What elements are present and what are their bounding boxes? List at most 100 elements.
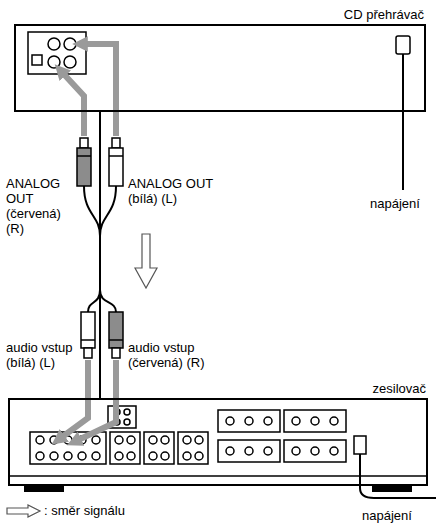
- rca-plug: [81, 312, 95, 358]
- terminal: [264, 417, 272, 425]
- device-box: CD přehrávač: [14, 24, 426, 112]
- plug-tip: [80, 138, 88, 148]
- jack: [195, 452, 203, 460]
- plug-tip: [112, 348, 120, 358]
- insert-arrow: [60, 70, 84, 136]
- plug-body: [81, 312, 95, 348]
- jack-label: ANALOG OUT (bílá) (L): [128, 176, 213, 206]
- insert-arrow: [58, 360, 88, 440]
- foot: [372, 486, 412, 492]
- insert-arrow: [80, 44, 116, 136]
- terminal: [226, 447, 234, 455]
- jack: [36, 452, 44, 460]
- jack: [92, 452, 100, 460]
- plug-body: [77, 148, 91, 186]
- device-name: CD přehrávač: [344, 7, 424, 22]
- speaker-terminals: [218, 410, 280, 432]
- terminal: [245, 417, 253, 425]
- foot: [24, 486, 64, 492]
- plug-ring: [77, 155, 91, 157]
- jack: [115, 452, 123, 460]
- terminal: [292, 417, 300, 425]
- cable-label: napájení: [362, 508, 412, 523]
- jack-label: audio vstup (bílá) (L): [6, 340, 73, 370]
- rca-plug: [109, 138, 123, 186]
- power-cable: [360, 454, 436, 498]
- optical-jack: [32, 55, 42, 65]
- jack: [127, 436, 135, 444]
- insert-arrow: [74, 360, 116, 442]
- cd-back-panel: [28, 32, 410, 74]
- plug-body: [109, 312, 123, 348]
- cable: [99, 112, 101, 398]
- jack: [161, 436, 169, 444]
- jack: [64, 38, 76, 50]
- jack: [124, 409, 130, 415]
- terminal: [330, 417, 338, 425]
- power-socket: [396, 36, 410, 54]
- label-wrap: ANALOG OUT (bílá) (L): [128, 176, 238, 206]
- jack: [149, 452, 157, 460]
- plug-body: [109, 148, 123, 186]
- jack: [50, 452, 58, 460]
- cable-branch: [88, 290, 100, 312]
- speaker-terminals: [284, 440, 346, 462]
- signal-arrow: [135, 234, 157, 288]
- rca-plug: [77, 138, 91, 186]
- label-wrap: audio vstup (bílá) (L): [6, 340, 78, 370]
- heading-wrap: CD přehrávač: [344, 7, 424, 22]
- terminal: [245, 447, 253, 455]
- bezel-line: [10, 475, 426, 477]
- legend-item: : směr signálu: [6, 503, 125, 518]
- jack-panel: [30, 432, 106, 464]
- jack-label: audio vstup (červená) (R): [128, 340, 205, 370]
- device-name: zesilovač: [373, 381, 426, 396]
- speaker-terminals: [284, 410, 346, 432]
- jack: [127, 452, 135, 460]
- jack-panel: [28, 32, 86, 74]
- plug-ring: [109, 339, 123, 341]
- cable-branch: [100, 186, 116, 236]
- power-cable: [402, 54, 404, 190]
- jack-panel: [110, 432, 140, 464]
- terminal: [226, 417, 234, 425]
- jack: [115, 436, 123, 444]
- speaker-terminals: [218, 440, 280, 462]
- label-wrap: napájení: [370, 196, 434, 211]
- power-socket: [354, 436, 366, 454]
- jack: [36, 436, 44, 444]
- jack-panel: [178, 432, 208, 464]
- jack: [64, 452, 72, 460]
- signal-arrow-sample: [7, 505, 40, 517]
- terminal: [311, 417, 319, 425]
- jack: [92, 436, 100, 444]
- jack: [195, 436, 203, 444]
- cable-label: napájení: [370, 196, 420, 211]
- jack: [48, 56, 60, 68]
- plug-ring: [81, 339, 95, 341]
- legend-arrow: [6, 504, 42, 518]
- heading-wrap: zesilovač: [373, 381, 426, 396]
- cable-branch: [84, 186, 100, 236]
- label-wrap: napájení: [362, 508, 432, 523]
- device-box: zesilovač: [8, 398, 428, 486]
- terminal: [264, 447, 272, 455]
- jack: [161, 452, 169, 460]
- jack: [48, 38, 60, 50]
- jack: [183, 436, 191, 444]
- label-wrap: audio vstup (červená) (R): [128, 340, 240, 370]
- plug-ring: [109, 155, 123, 157]
- jack: [124, 419, 130, 425]
- legend-text: : směr signálu: [44, 503, 125, 518]
- terminal: [292, 447, 300, 455]
- jack: [78, 452, 86, 460]
- rca-plug: [109, 312, 123, 358]
- amp-back-panel: [10, 406, 426, 476]
- plug-tip: [112, 138, 120, 148]
- jack-label: ANALOG OUT (červená) (R): [6, 176, 61, 236]
- jack: [149, 436, 157, 444]
- terminal: [330, 447, 338, 455]
- jack-panel: [144, 432, 174, 464]
